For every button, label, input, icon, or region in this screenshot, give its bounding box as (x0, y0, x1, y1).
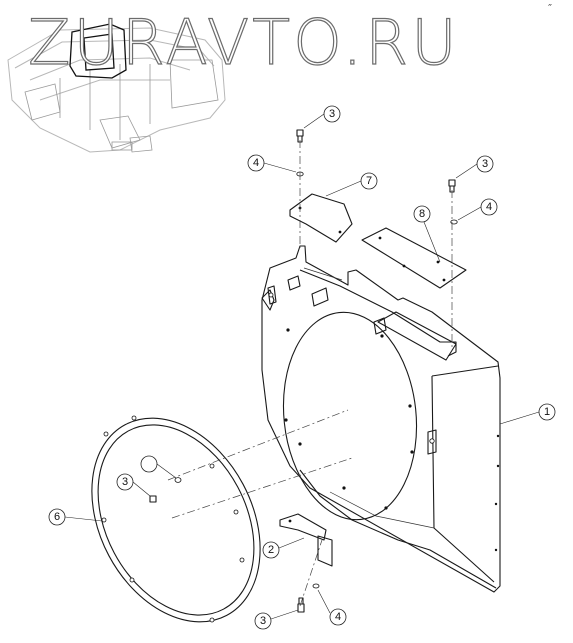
callout-label: 6 (54, 511, 60, 523)
part-6-gasket-ring (91, 415, 261, 623)
part-2-bracket (279, 513, 333, 567)
callout-label: 4 (486, 201, 492, 213)
callout-3-bottom: 3 (254, 612, 272, 630)
nut-8 (174, 477, 182, 483)
watermark-text: ZURAVTO.RU (28, 6, 460, 79)
callout-4-top: 4 (247, 154, 265, 172)
part-1-fan-shroud (261, 245, 501, 593)
callout-4-right: 4 (480, 198, 498, 216)
callout-1: 1 (538, 403, 556, 421)
callout-label: 3 (482, 158, 488, 170)
part-5-cover-plate (289, 193, 353, 243)
callout-4-bottom: 4 (329, 608, 347, 626)
callout-label: 3 (329, 108, 335, 120)
callout-label: 8 (419, 208, 425, 220)
corner-mark: ″ (548, 2, 552, 15)
callout-6: 6 (48, 508, 66, 526)
callout-label: 4 (335, 611, 341, 623)
washer-4b (450, 219, 458, 225)
thumbnail-shroud-highlight (69, 23, 127, 79)
callout-8 (140, 455, 158, 473)
leader-lines (64, 113, 540, 620)
part-7-cover-plate (361, 227, 467, 289)
callout-label: 4 (253, 157, 259, 169)
callout-7: 8 (413, 205, 431, 223)
callout-2: 2 (262, 541, 280, 559)
callout-3-top: 3 (323, 105, 341, 123)
callout-label: 3 (260, 615, 266, 627)
callout-label: 7 (366, 175, 372, 187)
callout-3-gasket: 3 (116, 473, 134, 491)
callout-5: 7 (360, 172, 378, 190)
lower-cover-plate (377, 311, 457, 361)
excavator-thumbnail (7, 23, 226, 153)
callout-label: 1 (544, 406, 550, 418)
callout-label: 2 (268, 544, 274, 556)
washer-4c (312, 583, 320, 589)
callout-label: 3 (122, 476, 128, 488)
assembly-centerlines (167, 140, 453, 607)
callout-3-right: 3 (476, 155, 494, 173)
shroud-bolt-holes (284, 328, 500, 552)
fasteners (149, 129, 458, 613)
